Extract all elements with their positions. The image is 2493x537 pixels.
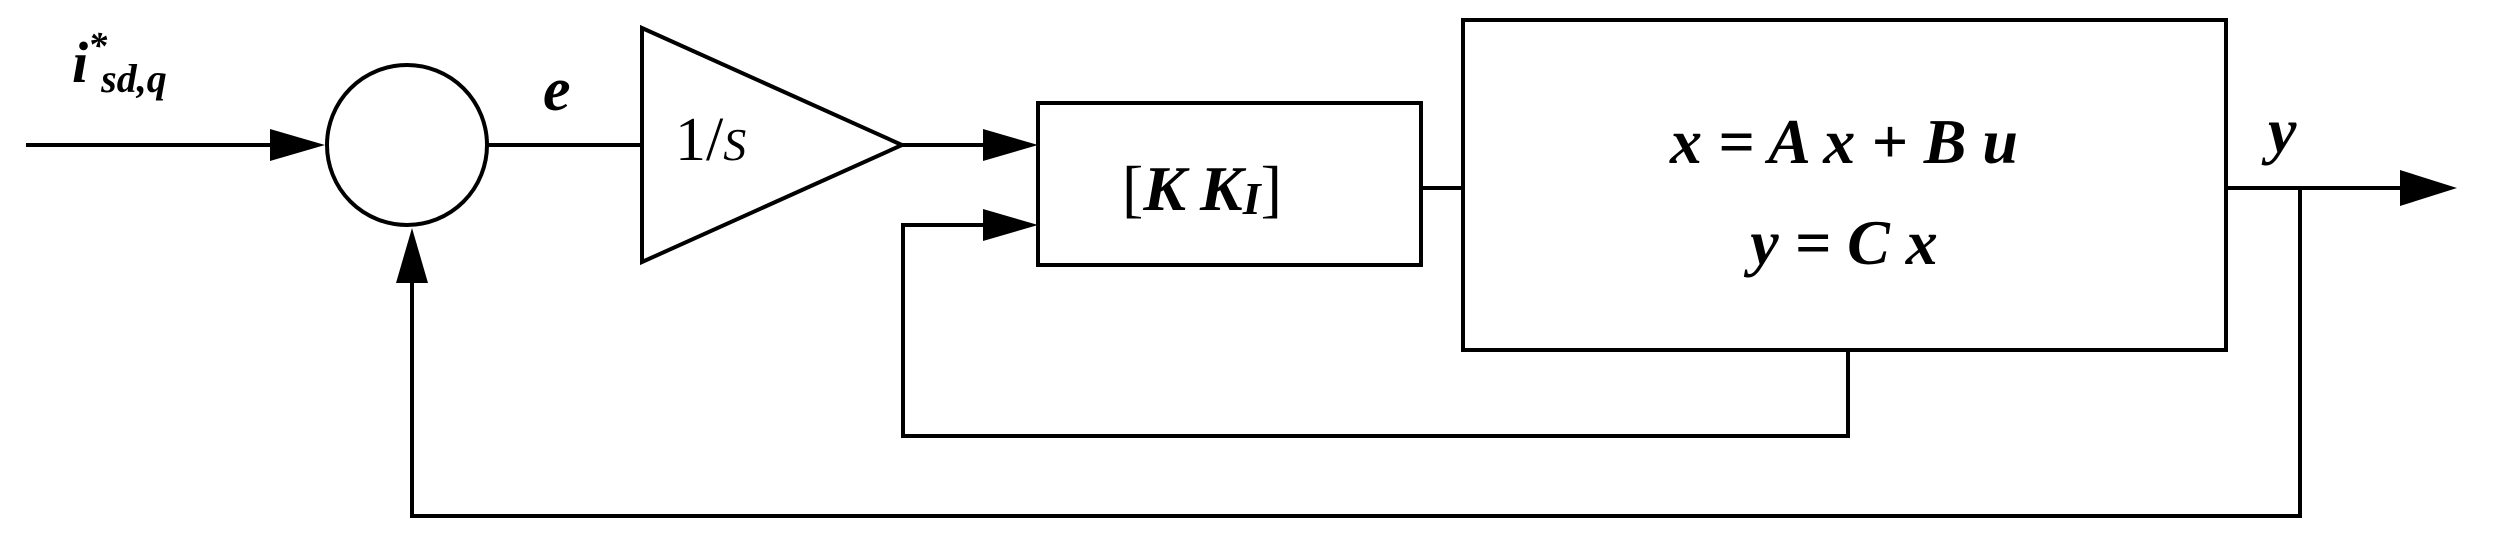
output-feedback-arrowhead <box>396 228 428 283</box>
output-arrowhead <box>2400 170 2457 206</box>
input-superscript: * <box>88 25 108 67</box>
input-subscript: sd,q <box>100 56 167 101</box>
gain-bracket-open: [ <box>1122 153 1143 224</box>
input-symbol: i <box>72 30 88 95</box>
output-feedback-wire <box>410 186 2302 518</box>
integrator-numerator: 1/ <box>675 106 724 174</box>
input-arrowhead <box>270 129 325 161</box>
output-label: y <box>2261 95 2297 166</box>
state-feedback-arrowhead <box>983 209 1038 241</box>
error-label: e <box>543 56 571 124</box>
plant-output-equation: y = C x <box>1743 207 1938 278</box>
plant-state-equation: x = A x + B u <box>1669 106 2018 177</box>
gain-ki-main: K <box>1199 153 1247 224</box>
integrator-label: 1/S <box>675 106 746 174</box>
gain-ki-sub: I <box>1242 173 1263 224</box>
summing-junction <box>325 63 489 227</box>
gain-input-arrowhead <box>983 129 1038 161</box>
gain-k: K <box>1142 153 1190 224</box>
gain-block <box>1036 101 1423 267</box>
integrator-block <box>640 24 907 266</box>
plant-block <box>1461 18 2228 352</box>
state-feedback-wire <box>901 223 1850 438</box>
gain-bracket-close: ] <box>1261 153 1282 224</box>
input-label: i*sd,q <box>72 25 167 101</box>
integrator-variable: S <box>723 119 746 170</box>
